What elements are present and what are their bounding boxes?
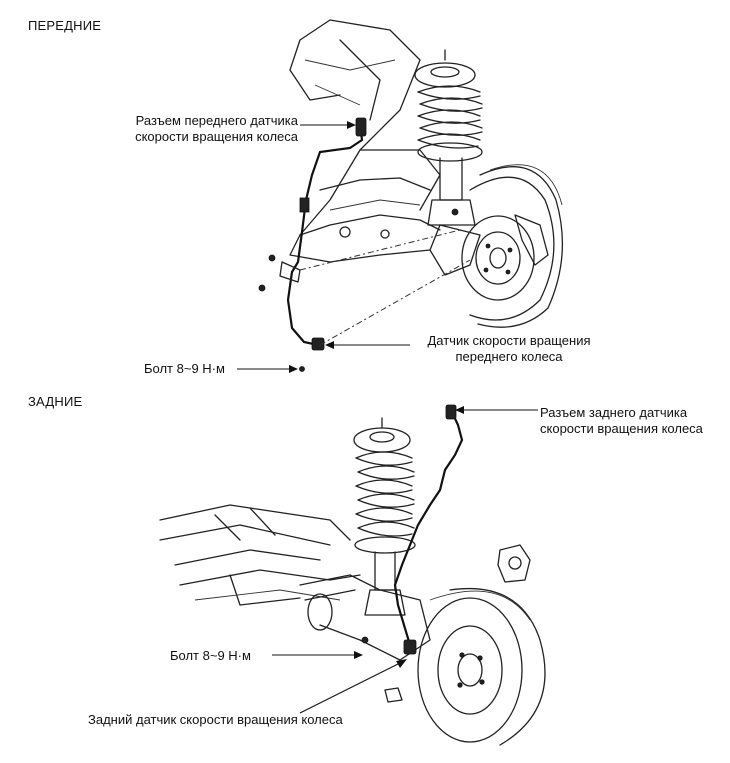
rear-sensor-label: Задний датчик скорости вращения колеса bbox=[88, 712, 343, 727]
front-sensor-label: Датчик скорости вращения переднего колес… bbox=[410, 333, 608, 365]
front-section-title: ПЕРЕДНИЕ bbox=[28, 18, 102, 33]
front-connector-label-line2: скорости вращения колеса bbox=[135, 129, 298, 144]
rear-connector-label: Разъем заднего датчика скорости вращения… bbox=[540, 405, 703, 437]
rear-section-title: ЗАДНИЕ bbox=[28, 394, 83, 409]
front-bolt-label: Болт 8~9 Н·м bbox=[144, 361, 225, 376]
rear-leader-lines bbox=[272, 406, 538, 714]
front-connector-label: Разъем переднего датчика скорости вращен… bbox=[108, 113, 298, 145]
rear-connector-label-line1: Разъем заднего датчика bbox=[540, 405, 688, 420]
front-sensor-label-line2: переднего колеса bbox=[455, 349, 563, 364]
rear-connector-label-line2: скорости вращения колеса bbox=[540, 421, 703, 436]
front-leader-lines bbox=[237, 121, 410, 373]
front-suspension-drawing bbox=[258, 19, 563, 351]
rear-suspension-drawing bbox=[159, 404, 546, 746]
front-connector-label-line1: Разъем переднего датчика bbox=[135, 113, 298, 128]
rear-bolt-label: Болт 8~9 Н·м bbox=[170, 648, 251, 663]
front-sensor-label-line1: Датчик скорости вращения bbox=[427, 333, 591, 348]
